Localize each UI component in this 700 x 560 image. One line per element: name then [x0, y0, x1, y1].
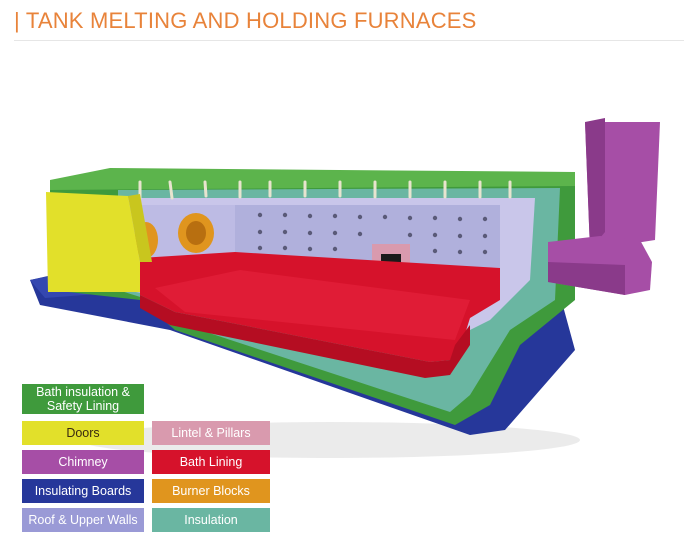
legend-label: Insulating Boards [34, 483, 132, 498]
legend-label: Doors [66, 425, 100, 440]
legend-doors: Doors [22, 421, 144, 445]
legend-label: Bath Lining [179, 454, 243, 469]
legend-label: Roof & Upper Walls [28, 512, 138, 527]
roof-anchors [138, 180, 512, 200]
burner-port-1 [186, 221, 206, 245]
legend-chimney: Chimney [22, 450, 144, 474]
chimney-face [585, 118, 605, 250]
legend-lintel-pillars: Lintel & Pillars [152, 421, 270, 445]
door-edge [128, 194, 152, 262]
legend-label: Burner Blocks [172, 483, 250, 498]
legend-roof-upper-walls: Roof & Upper Walls [22, 508, 144, 532]
door [46, 192, 140, 292]
bath-front-lip [140, 295, 470, 378]
legend-bath-insulation: Bath insulation & Safety Lining [22, 384, 144, 414]
page-title: | TANK MELTING AND HOLDING FURNACES [14, 8, 477, 33]
legend-label: Bath insulation & Safety Lining [36, 384, 130, 413]
legend-burner-blocks: Burner Blocks [152, 479, 270, 503]
legend-label: Chimney [58, 454, 108, 469]
wall-anchors [257, 212, 488, 255]
title-bar: | TANK MELTING AND HOLDING FURNACES [14, 6, 684, 41]
bath-floor [155, 270, 470, 340]
legend-label: Lintel & Pillars [171, 425, 251, 440]
chimney-duct-shade [548, 262, 625, 295]
legend-insulation: Insulation [152, 508, 270, 532]
legend-bath-lining: Bath Lining [152, 450, 270, 474]
legend-label: Insulation [184, 512, 238, 527]
legend-insulating-boards: Insulating Boards [22, 479, 144, 503]
